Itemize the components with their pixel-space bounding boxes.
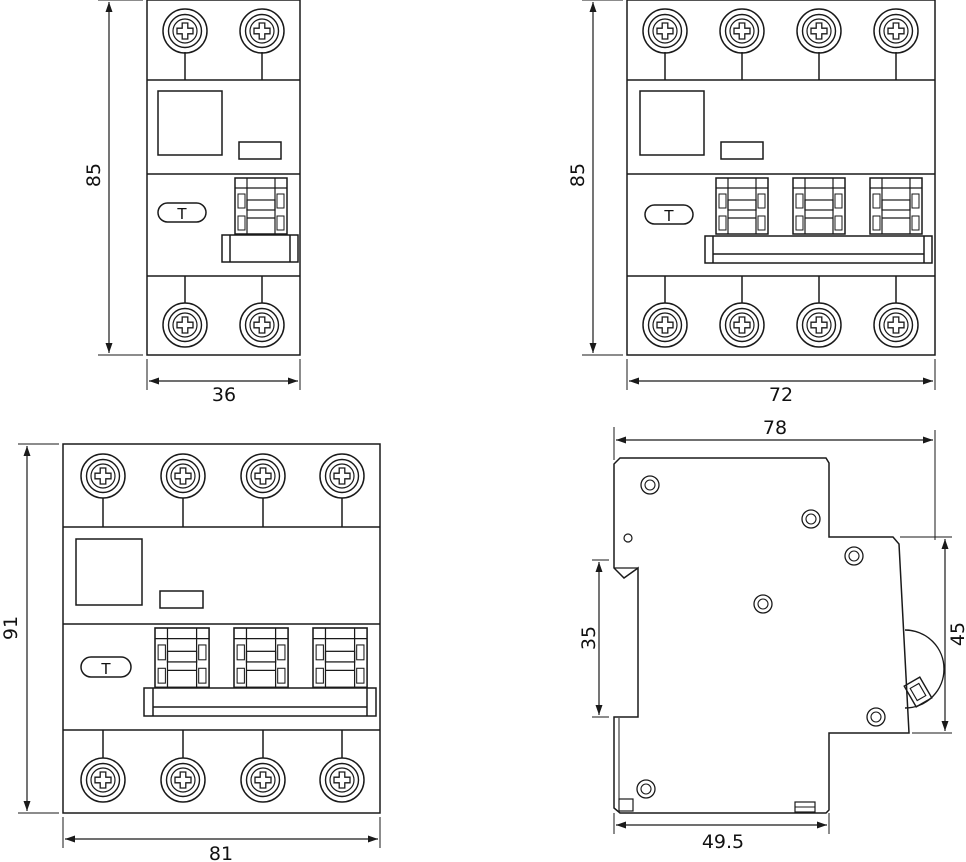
drawing-4-pole bbox=[582, 0, 936, 390]
rivet-icon bbox=[844, 546, 864, 566]
rivet-icon bbox=[866, 707, 886, 727]
label-window bbox=[75, 538, 143, 606]
side-profile bbox=[613, 457, 910, 814]
width-dimension-label: 81 bbox=[209, 843, 233, 862]
drawing-2-pole bbox=[98, 0, 301, 390]
terminal-screw-icon bbox=[239, 8, 285, 54]
rivet-icon bbox=[640, 475, 660, 495]
terminal-screw-icon bbox=[240, 453, 286, 499]
rivet-icon bbox=[636, 779, 656, 799]
label-window bbox=[639, 90, 705, 156]
toggle-lever-icon bbox=[154, 627, 210, 689]
terminal-screw-icon bbox=[796, 8, 842, 54]
label-window bbox=[157, 90, 223, 156]
test-button bbox=[644, 204, 694, 225]
test-button bbox=[157, 202, 207, 223]
toggle-lever-icon bbox=[233, 627, 289, 689]
terminal-screw-icon bbox=[239, 302, 285, 348]
handle-icon bbox=[903, 676, 933, 708]
handle-bar bbox=[143, 687, 377, 717]
toggle-lever-icon bbox=[715, 177, 769, 235]
terminal-screw-icon bbox=[719, 8, 765, 54]
drawing-side-view bbox=[592, 427, 952, 834]
bottom-dimension-label: 49.5 bbox=[702, 831, 744, 853]
indicator-slot bbox=[159, 590, 204, 609]
rail-dimension-label: 35 bbox=[578, 626, 600, 650]
terminal-screw-icon bbox=[240, 757, 286, 803]
rivet-icon bbox=[801, 509, 821, 529]
toggle-lever-icon bbox=[869, 177, 923, 235]
terminal-screw-icon bbox=[162, 302, 208, 348]
height-dimension-label: 91 bbox=[0, 616, 22, 640]
terminal-screw-icon bbox=[162, 8, 208, 54]
indicator-slot bbox=[238, 141, 282, 160]
body-outline bbox=[146, 0, 301, 356]
test-button-label: T bbox=[663, 207, 674, 225]
terminal-screw-icon bbox=[642, 8, 688, 54]
terminal-screw-icon bbox=[319, 453, 365, 499]
terminal-screw-icon bbox=[80, 453, 126, 499]
test-button bbox=[80, 656, 132, 678]
rivet-icon bbox=[753, 594, 773, 614]
terminal-screw-icon bbox=[796, 302, 842, 348]
body-outline bbox=[62, 443, 381, 814]
handle-bar bbox=[704, 235, 933, 264]
terminal-screw-icon bbox=[160, 453, 206, 499]
toggle-lever-icon bbox=[234, 177, 288, 235]
toggle-lever-icon bbox=[792, 177, 846, 235]
test-button-label: T bbox=[176, 205, 187, 223]
terminal-screw-icon bbox=[873, 302, 919, 348]
height-dimension-label: 85 bbox=[83, 163, 105, 187]
terminal-screw-icon bbox=[642, 302, 688, 348]
terminal-screw-icon bbox=[719, 302, 765, 348]
drawing-4-pole-large bbox=[18, 443, 381, 848]
width-dimension-label: 72 bbox=[769, 384, 793, 406]
terminal-screw-icon bbox=[80, 757, 126, 803]
toggle-lever-icon bbox=[312, 627, 368, 689]
height-dimension-label: 85 bbox=[567, 163, 589, 187]
terminal-screw-icon bbox=[319, 757, 365, 803]
handle-bar bbox=[221, 234, 299, 263]
body-outline bbox=[626, 0, 936, 356]
front-dimension-label: 45 bbox=[947, 622, 966, 646]
indicator-slot bbox=[720, 141, 764, 160]
width-dimension-label: 36 bbox=[212, 384, 236, 406]
terminal-screw-icon bbox=[160, 757, 206, 803]
top-dimension-label: 78 bbox=[763, 417, 787, 439]
test-button-label: T bbox=[100, 660, 111, 678]
terminal-screw-icon bbox=[873, 8, 919, 54]
